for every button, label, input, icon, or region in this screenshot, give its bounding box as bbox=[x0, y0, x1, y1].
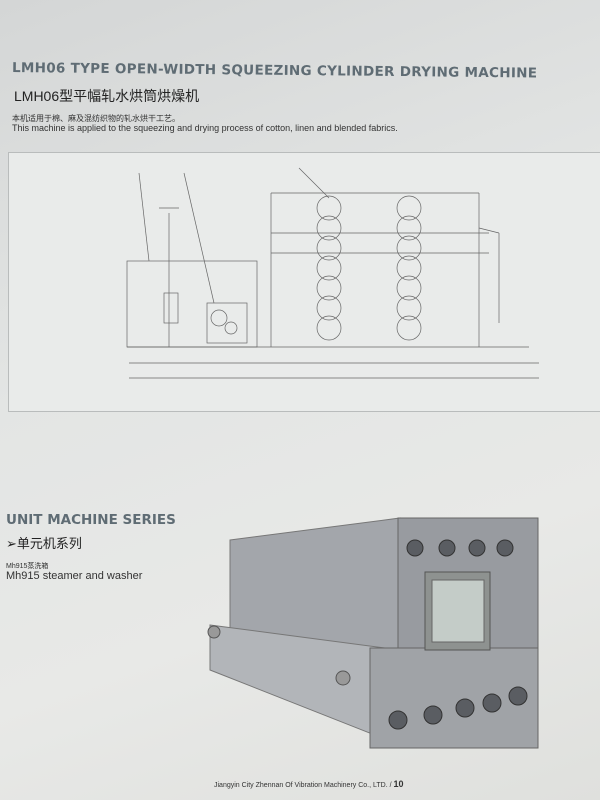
drying-cylinder bbox=[396, 275, 422, 301]
drying-cylinder bbox=[316, 235, 342, 261]
drying-cylinder bbox=[316, 275, 342, 301]
drying-cylinder bbox=[396, 215, 422, 241]
drying-cylinder bbox=[396, 235, 422, 261]
description-cn: 本机适用于棉、麻及混纺织物的轧水烘干工艺。 bbox=[12, 114, 180, 123]
drying-cylinder bbox=[316, 255, 342, 281]
drying-cylinder bbox=[316, 315, 342, 341]
drying-cylinder bbox=[316, 195, 342, 221]
footer-company: Jiangyin City Zhennan Of Vibration Machi… bbox=[214, 782, 388, 789]
model-name-cn: Mh915蒸洗箱 bbox=[6, 563, 49, 570]
unit-series-title-cn: ➢单元机系列 bbox=[6, 536, 82, 551]
page-footer: Jiangyin City Zhennan Of Vibration Machi… bbox=[214, 779, 404, 789]
drying-cylinder bbox=[396, 295, 422, 321]
main-title-en: LMH06 TYPE OPEN-WIDTH SQUEEZING CYLINDER… bbox=[11, 60, 538, 82]
technical-drawing bbox=[8, 152, 600, 412]
unit-series-title-en: UNIT MACHINE SERIES bbox=[6, 512, 176, 528]
drying-cylinder bbox=[316, 295, 342, 321]
description-en: This machine is applied to the squeezing… bbox=[12, 123, 398, 133]
drying-cylinder bbox=[316, 215, 342, 241]
drying-cylinder bbox=[396, 255, 422, 281]
unit-series-title-cn-text: 单元机系列 bbox=[16, 536, 82, 551]
model-name-en: Mh915 steamer and washer bbox=[6, 570, 143, 582]
drying-cylinder bbox=[396, 315, 422, 341]
main-title-cn: LMH06型平幅轧水烘筒烘燥机 bbox=[14, 88, 200, 104]
steamer-washer-photo bbox=[200, 510, 545, 760]
page-number: 10 bbox=[393, 779, 404, 789]
drying-cylinder bbox=[396, 195, 422, 221]
